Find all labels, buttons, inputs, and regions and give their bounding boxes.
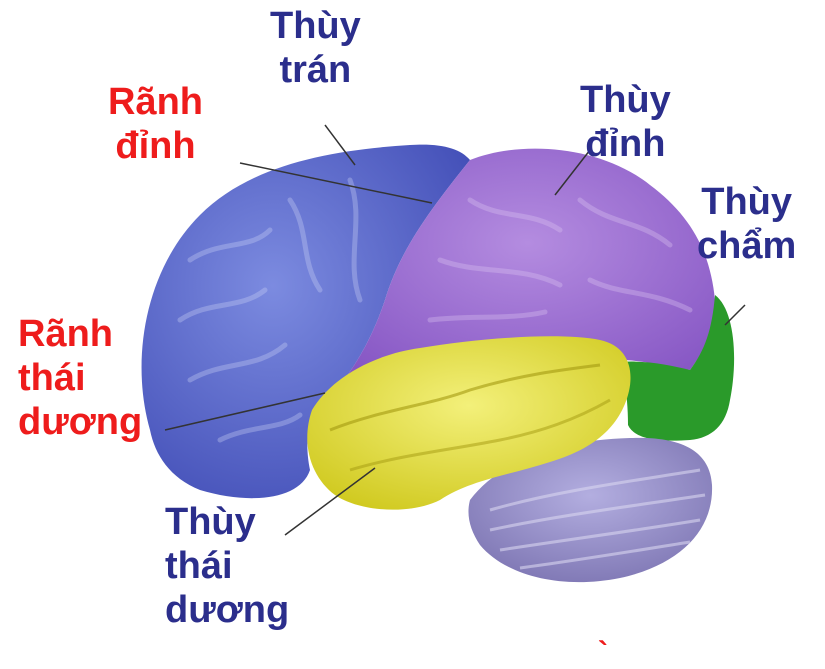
label-frontal-lobe: Thùy trán bbox=[270, 4, 361, 92]
label-parietal-line2: đỉnh bbox=[580, 122, 671, 166]
label-parietal-sulcus-line1: Rãnh bbox=[108, 80, 203, 124]
label-temporal-sulcus-line3: dương bbox=[18, 400, 142, 444]
label-temporal-sulcus: Rãnh thái dương bbox=[18, 312, 142, 444]
pointer-line-occipital bbox=[725, 305, 745, 325]
label-temporal-line2: thái bbox=[165, 544, 289, 588]
label-parietal-line1: Thùy bbox=[580, 78, 671, 122]
label-temporal-line3: dương bbox=[165, 588, 289, 632]
label-occipital-lobe: Thùy chẩm bbox=[697, 180, 796, 268]
label-temporal-lobe: Thùy thái dương bbox=[165, 500, 289, 632]
label-occipital-line2: chẩm bbox=[697, 224, 796, 268]
label-parietal-sulcus: Rãnh đỉnh bbox=[108, 80, 203, 168]
label-temporal-line1: Thùy bbox=[165, 500, 289, 544]
label-parietal-sulcus-line2: đỉnh bbox=[108, 124, 203, 168]
label-occipital-line1: Thùy bbox=[697, 180, 796, 224]
label-parietal-lobe: Thùy đỉnh bbox=[580, 78, 671, 166]
label-temporal-sulcus-line2: thái bbox=[18, 356, 142, 400]
label-frontal-line2: trán bbox=[270, 48, 361, 92]
label-frontal-line1: Thùy bbox=[270, 4, 361, 48]
bottom-mark: ` bbox=[598, 638, 608, 668]
label-temporal-sulcus-line1: Rãnh bbox=[18, 312, 142, 356]
